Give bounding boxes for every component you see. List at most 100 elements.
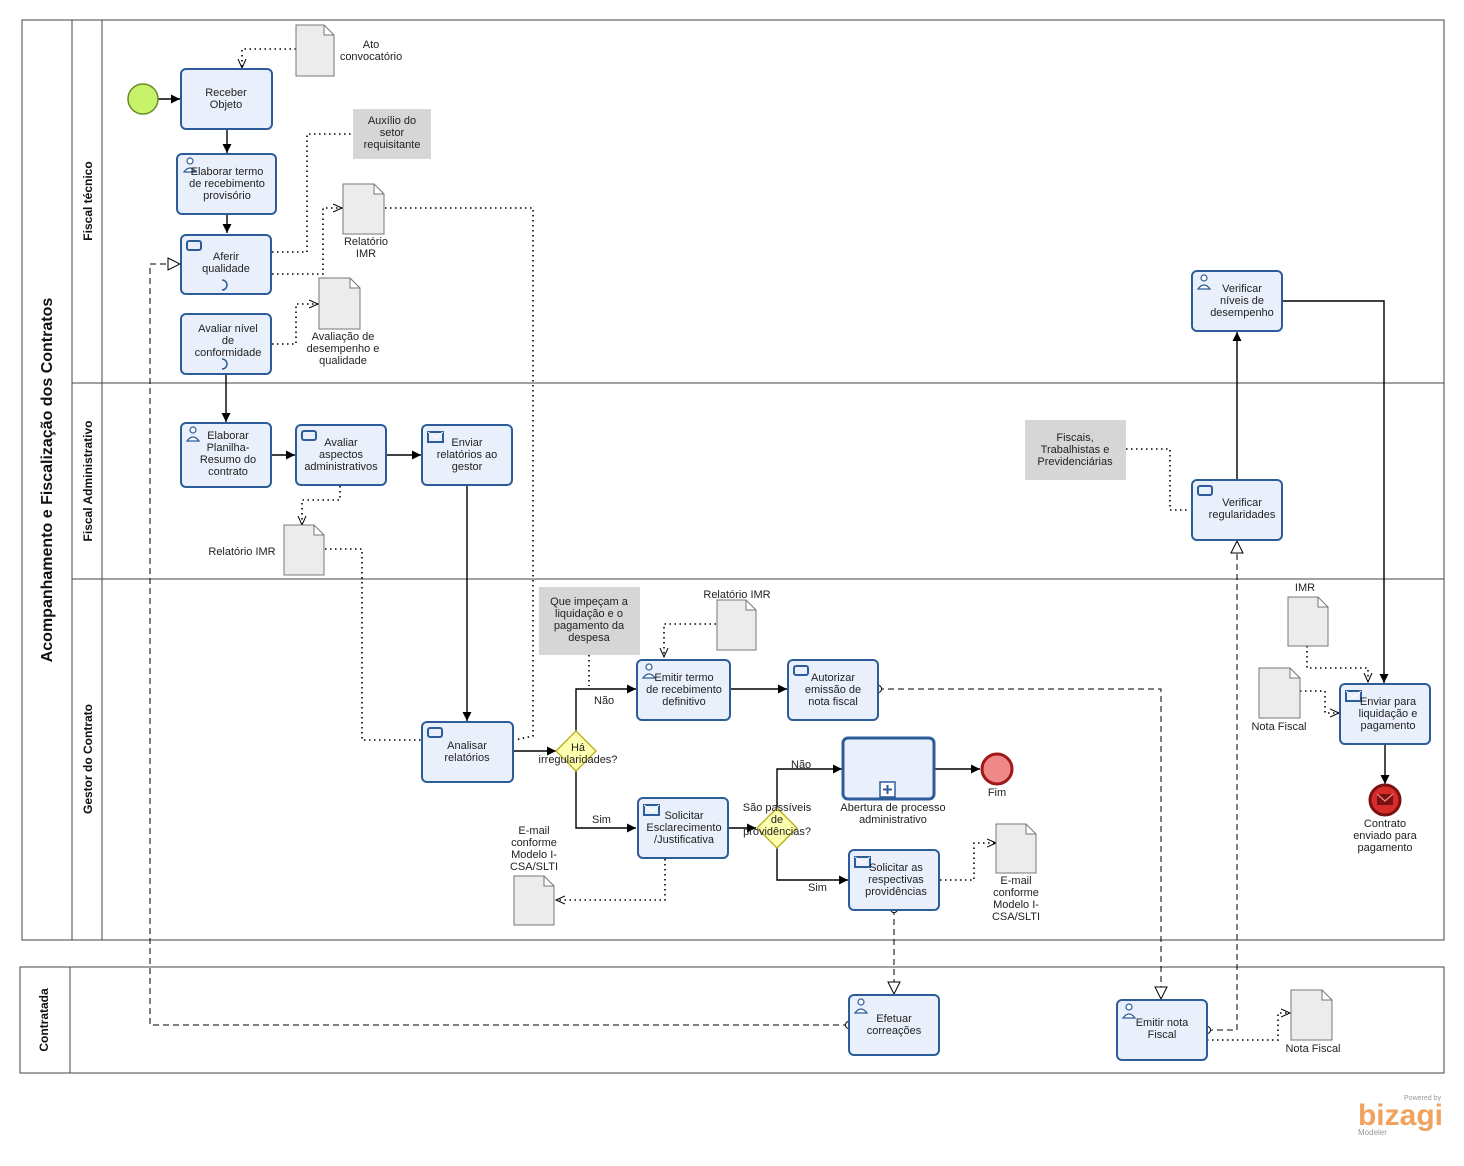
start-event[interactable] (127, 83, 159, 115)
user-icon (853, 998, 869, 1014)
bizagi-logo: bizagi (1358, 1099, 1443, 1132)
lane-label-manager: Gestor do Contrato (81, 704, 95, 814)
user-icon (641, 663, 657, 679)
doc-relatorio-imr-gestor-label: Relatório IMR (703, 589, 770, 601)
modeler-text: Modeler (1358, 1128, 1387, 1137)
pool-title: Acompanhamento e Fiscalização dos Contra… (39, 298, 56, 663)
doc-nota-fiscal-contratada-label: Nota Fiscal (1285, 1043, 1340, 1055)
doc-imr-label: IMR (1295, 582, 1315, 594)
user-icon (1121, 1003, 1137, 1019)
powered-by-text: Powered by (1404, 1095, 1441, 1102)
doc-email-providencias[interactable] (995, 823, 1037, 874)
flow-label-nao-1: Não (594, 695, 614, 707)
send-message-icon (643, 804, 660, 816)
doc-relatorio-imr-tec[interactable] (342, 183, 385, 235)
doc-nota-fiscal-gestor[interactable] (1258, 667, 1301, 719)
end-event-fim-label: Fim (988, 787, 1006, 799)
manual-task-icon (1197, 485, 1213, 496)
doc-nota-fiscal-contratada[interactable] (1290, 989, 1333, 1041)
flow-label-sim-2: Sim (808, 882, 827, 894)
envelope-icon (1376, 793, 1394, 805)
doc-imr[interactable] (1287, 596, 1329, 647)
manual-task-icon (793, 665, 809, 676)
loop-icon (221, 279, 228, 291)
message-end-event[interactable] (1368, 783, 1402, 817)
loop-icon (221, 358, 228, 370)
doc-relatorio-imr-adm-label: Relatório IMR (208, 546, 275, 558)
bizagi-branding: Powered by bizagi Modeler (1358, 1095, 1443, 1137)
send-message-icon (1345, 690, 1362, 702)
end-event-fim[interactable] (980, 752, 1014, 786)
gateway-providencias[interactable] (756, 807, 798, 849)
flow-label-sim-1: Sim (592, 814, 611, 826)
manual-task-icon (301, 430, 317, 441)
gateway-irregularidades[interactable] (555, 730, 597, 772)
message-flows (149, 264, 1237, 1030)
doc-ato-convocatorio[interactable] (295, 24, 335, 77)
user-icon (185, 426, 201, 442)
user-icon (1196, 274, 1212, 290)
manual-task-icon (186, 240, 202, 251)
send-message-icon (427, 431, 444, 443)
contractor-pool: Contratada (19, 966, 1445, 1074)
doc-relatorio-imr-adm[interactable] (283, 524, 325, 576)
expand-icon (879, 781, 896, 798)
doc-relatorio-imr-gestor[interactable] (716, 599, 757, 651)
doc-avaliacao-desempenho[interactable] (318, 277, 361, 330)
lane-label-technical: Fiscal técnico (81, 161, 95, 240)
subprocess-abertura[interactable] (841, 736, 936, 801)
doc-email-esclarecimento[interactable] (513, 875, 555, 926)
user-icon (182, 157, 198, 173)
doc-nota-fiscal-gestor-label: Nota Fiscal (1251, 721, 1306, 733)
manual-task-icon (427, 727, 443, 738)
